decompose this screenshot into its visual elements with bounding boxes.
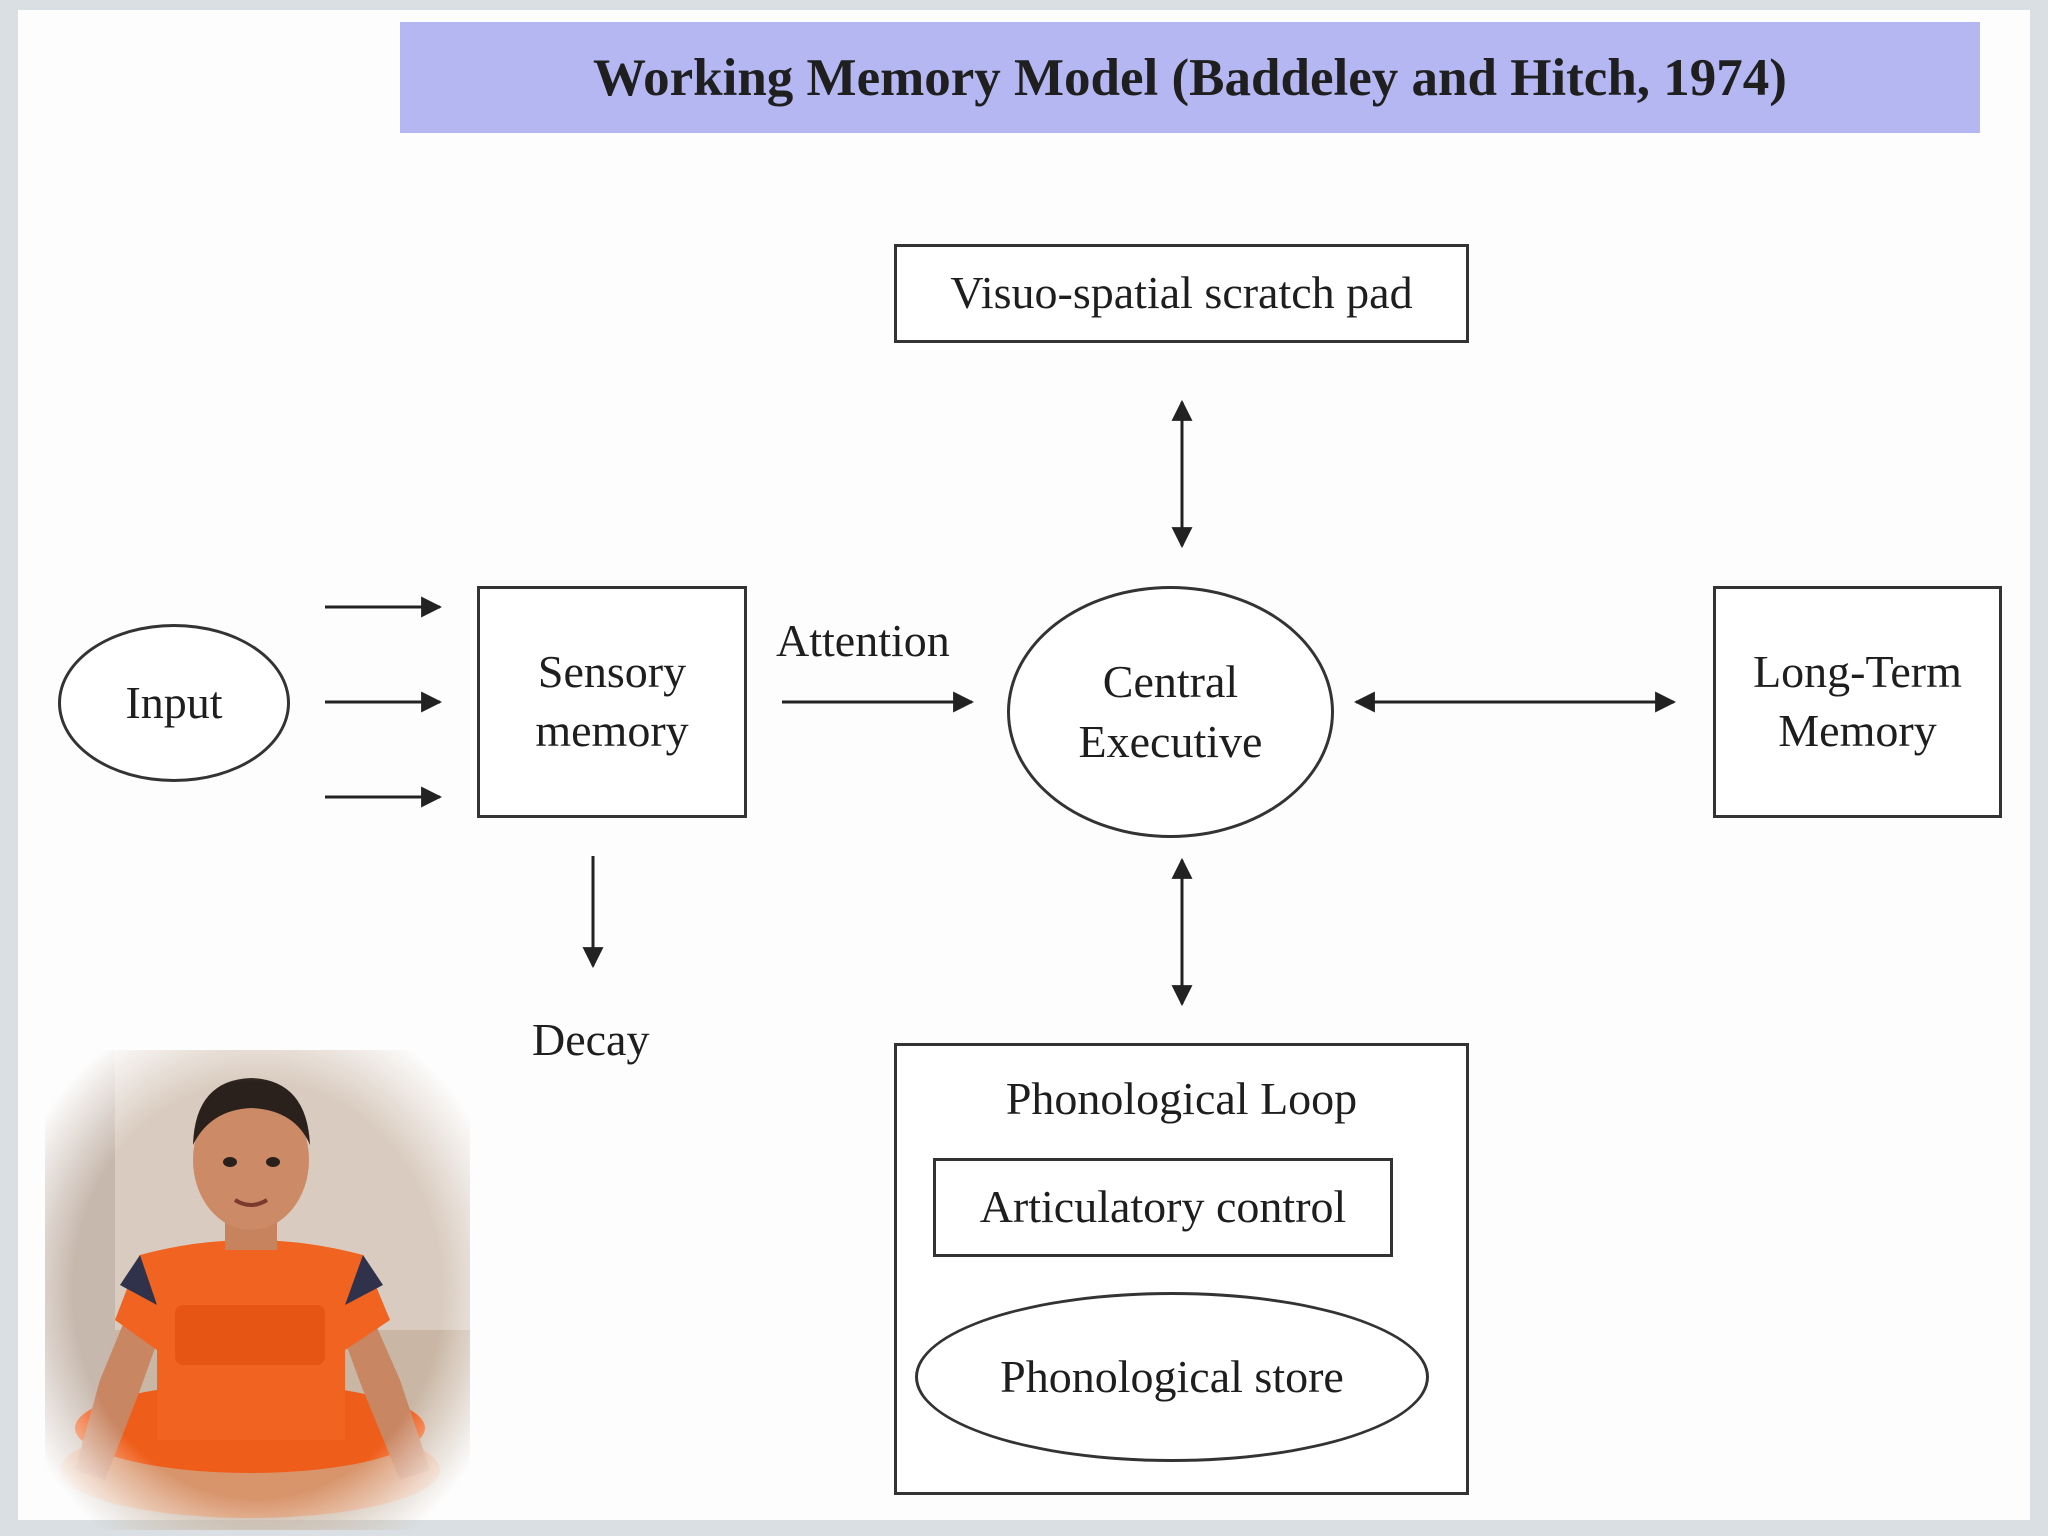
central-executive-label-line2: Executive	[1078, 716, 1263, 767]
decay-label: Decay	[532, 1014, 650, 1065]
child-photo	[45, 1050, 470, 1530]
title-banner: Working Memory Model (Baddeley and Hitch…	[400, 22, 1980, 133]
central-executive-label-line1: Central	[1102, 656, 1239, 708]
central-executive-node: Central Executive	[1007, 586, 1334, 838]
slide: Working Memory Model (Baddeley and Hitch…	[18, 10, 2030, 1530]
long-term-memory-label-line1: Long-Term	[1753, 646, 1962, 698]
child-photo-icon	[45, 1050, 470, 1530]
diagram-title: Working Memory Model (Baddeley and Hitch…	[593, 48, 1787, 107]
input-label: Input	[125, 677, 223, 729]
input-node: Input	[58, 624, 290, 782]
visuo-spatial-scratch-pad-node: Visuo-spatial scratch pad	[894, 244, 1469, 343]
sensory-memory-node: Sensory memory	[477, 586, 747, 818]
visuo-spatial-label: Visuo-spatial scratch pad	[950, 267, 1413, 319]
long-term-memory-node: Long-Term Memory	[1713, 586, 2002, 818]
articulatory-control-label: Articulatory control	[979, 1181, 1347, 1233]
phonological-store-node: Phonological store	[915, 1292, 1429, 1462]
sensory-memory-label-line2: memory	[535, 705, 689, 756]
articulatory-control-node: Articulatory control	[933, 1158, 1393, 1257]
phonological-loop-label: Phonological Loop	[1005, 1073, 1358, 1124]
long-term-memory-label-line2: Memory	[1778, 705, 1937, 756]
phonological-store-label: Phonological store	[1000, 1351, 1344, 1403]
sensory-memory-label-line1: Sensory	[537, 646, 687, 698]
attention-label: Attention	[776, 615, 950, 666]
